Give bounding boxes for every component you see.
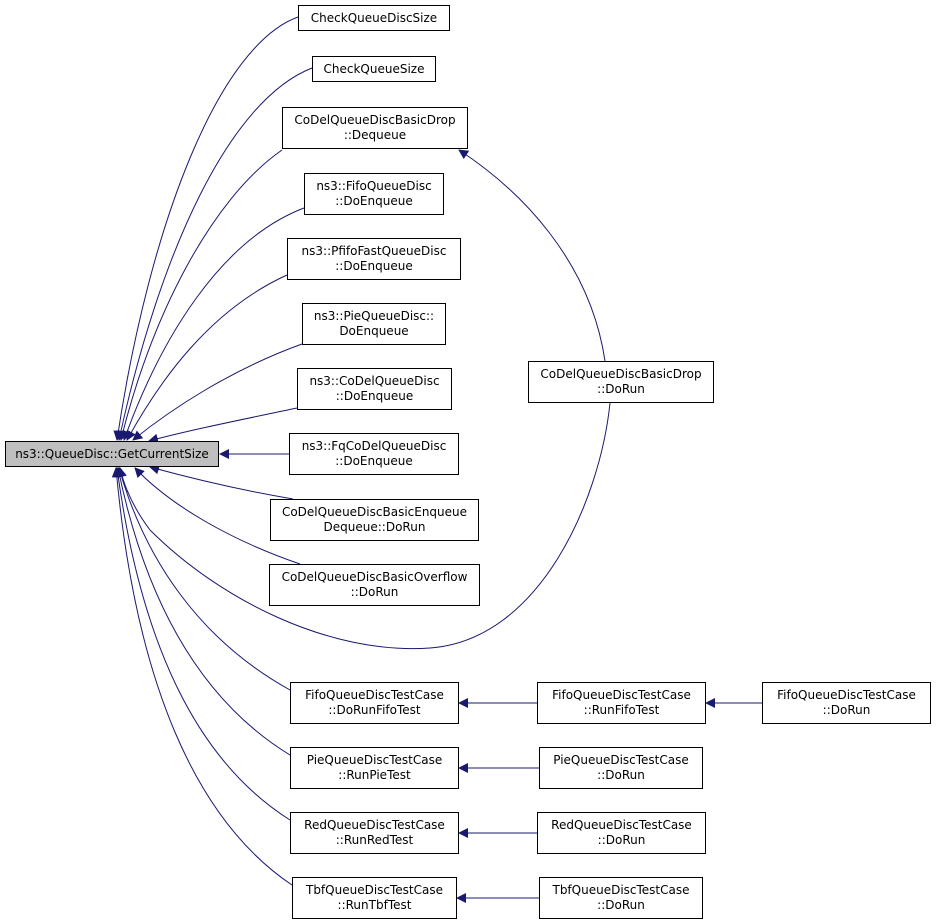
node-pie-test-run-pie-test[interactable]: PieQueueDiscTestCase::RunPieTest [290,747,459,789]
node-label-line: RedQueueDiscTestCase [304,818,445,832]
node-codel-basic-drop-dequeue[interactable]: CoDelQueueDiscBasicDrop::Dequeue [282,107,468,149]
node-tbf-test-run-tbf-test[interactable]: TbfQueueDiscTestCase::RunTbfTest [292,877,457,919]
edge-check-queue-disc-size-to-root [113,16,299,441]
edge-codel-basic-drop-dorun-to-codel-basic-drop-dequeue [458,149,606,362]
node-pie-queue-disc-do-enqueue[interactable]: ns3::PieQueueDisc::DoEnqueue [302,303,446,345]
edge-fifo-test-dorunfifotest-to-root [116,467,291,691]
node-label-line: ::RunRedTest [335,833,414,847]
edge-pie-do-enqueue-to-root [132,343,303,441]
edge-codel-basic-overflow-dorun-to-root [134,467,301,565]
node-label-line: CoDelQueueDiscBasicOverflow [281,570,468,584]
node-pfifo-fast-queue-disc-do-enqueue[interactable]: ns3::PfifoFastQueueDisc::DoEnqueue [287,238,461,280]
edge-codel-basic-drop-dorun-to-root [117,402,611,650]
node-label-line: ::DoRun [597,768,645,782]
node-label-line: ::DoEnqueue [335,454,413,468]
node-label-line: CheckQueueSize [323,61,425,76]
node-fifo-test-do-run[interactable]: FifoQueueDiscTestCase::DoRun [762,682,931,724]
node-label-line: ns3::PieQueueDisc:: [313,309,435,323]
node-fifo-queue-disc-do-enqueue[interactable]: ns3::FifoQueueDisc::DoEnqueue [304,173,444,215]
node-label-line: CoDelQueueDiscBasicDrop [540,367,702,381]
node-label-line: ::RunFifoTest [583,703,660,717]
node-label-line: PieQueueDiscTestCase [553,753,689,767]
node-label-line: ::DoRun [597,898,645,912]
node-label-line: TbfQueueDiscTestCase [552,883,690,897]
node-label-line: ns3::QueueDisc::GetCurrentSize [15,446,209,461]
node-label-line: ::DoRun [350,585,399,599]
node-fifo-test-do-run-fifo-test[interactable]: FifoQueueDiscTestCase::DoRunFifoTest [290,682,459,724]
node-label-line: ::DoEnqueue [335,259,413,273]
edge-check-queue-size-to-root [116,67,313,441]
node-check-queue-disc-size[interactable]: CheckQueueDiscSize [298,5,450,31]
node-fifo-test-run-fifo-test[interactable]: FifoQueueDiscTestCase::RunFifoTest [537,682,706,724]
node-label-line: CoDelQueueDiscBasicEnqueue [281,505,468,519]
node-label-line: ::DoEnqueue [335,194,413,208]
edge-codel-do-enqueue-to-root [148,407,298,444]
node-red-test-do-run[interactable]: RedQueueDiscTestCase::DoRun [537,812,706,854]
node-label-line: ns3::CoDelQueueDisc [309,374,440,388]
node-label-line: ::RunTbfTest [337,898,412,912]
edge-codel-basic-drop-dequeue-to-root [118,149,283,441]
node-label-line: ::Dequeue [343,128,407,142]
node-label-line: RedQueueDiscTestCase [551,818,692,832]
node-label-line: ns3::FqCoDelQueueDisc [301,439,447,453]
node-label-line: ::DoRunFifoTest [328,703,421,717]
node-label-line: ns3::FifoQueueDisc [316,179,432,193]
edge-fifo-do-enqueue-to-root [122,207,305,441]
edge-codel-basic-enqueue-dequeue-dorun-to-root [149,464,294,500]
node-label-line: ::RunPieTest [338,768,411,782]
node-label-line: ::DoRun [597,833,646,847]
node-label-line: ::DoRun [822,703,871,717]
node-label-line: ::DoRun [597,382,645,396]
node-codel-basic-overflow-do-run[interactable]: CoDelQueueDiscBasicOverflow::DoRun [269,564,480,606]
edge-pfifo-fast-do-enqueue-to-root [126,274,288,441]
node-label-line: FifoQueueDiscTestCase [552,688,691,702]
node-label-line: CheckQueueDiscSize [310,10,438,25]
edge-tbf-test-runtbftest-to-root [111,467,293,886]
node-label-line: PieQueueDiscTestCase [306,753,443,767]
node-codel-basic-drop-do-run[interactable]: CoDelQueueDiscBasicDrop::DoRun [528,361,714,403]
edge-pie-test-runpietest-to-root [114,467,291,756]
node-check-queue-size[interactable]: CheckQueueSize [312,56,436,82]
node-label-line: Dequeue::DoRun [323,520,426,534]
node-label-line: ::DoEnqueue [335,389,414,403]
node-label-line: FifoQueueDiscTestCase [305,688,444,702]
edge-red-test-runredtest-to-root [113,467,291,821]
node-pie-test-do-run[interactable]: PieQueueDiscTestCase::DoRun [539,747,703,789]
node-red-test-run-red-test[interactable]: RedQueueDiscTestCase::RunRedTest [290,812,459,854]
node-label-line: TbfQueueDiscTestCase [305,883,443,897]
node-root-get-current-size: ns3::QueueDisc::GetCurrentSize [5,441,219,467]
node-fq-codel-queue-disc-do-enqueue[interactable]: ns3::FqCoDelQueueDisc::DoEnqueue [289,433,459,475]
node-label-line: ns3::PfifoFastQueueDisc [301,244,447,258]
node-codel-queue-disc-do-enqueue[interactable]: ns3::CoDelQueueDisc::DoEnqueue [297,368,452,410]
node-label-line: CoDelQueueDiscBasicDrop [294,113,456,127]
node-label-line: DoEnqueue [339,324,409,338]
node-label-line: FifoQueueDiscTestCase [777,688,916,702]
node-tbf-test-do-run[interactable]: TbfQueueDiscTestCase::DoRun [539,877,703,919]
